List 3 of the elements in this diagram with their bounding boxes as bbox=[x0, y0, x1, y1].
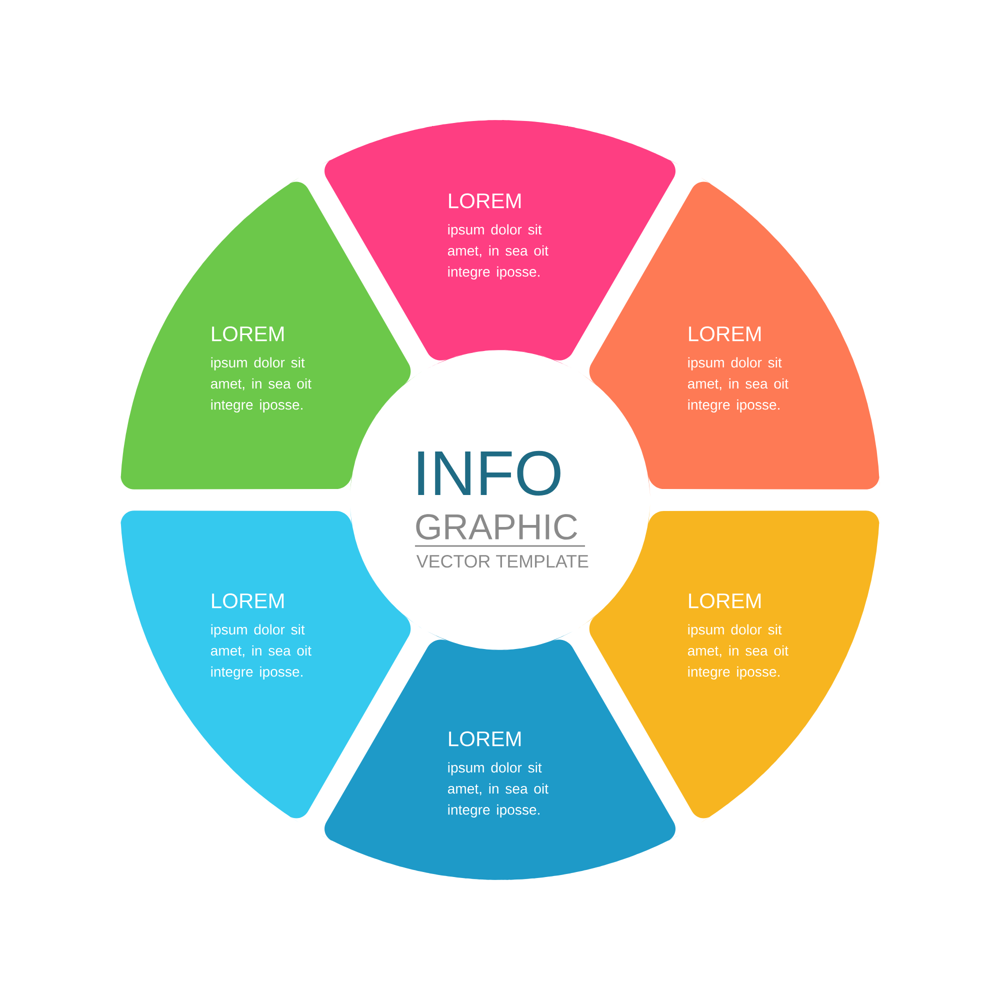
segment: LOREM ipsum dolor sit amet, in sea oit integre iposse. bbox=[578, 177, 880, 498]
segment: LOREM ipsum dolor sit amet, in sea oit integre iposse. bbox=[320, 120, 680, 369]
segment: LOREM ipsum dolor sit amet, in sea oit integre iposse. bbox=[320, 631, 680, 880]
